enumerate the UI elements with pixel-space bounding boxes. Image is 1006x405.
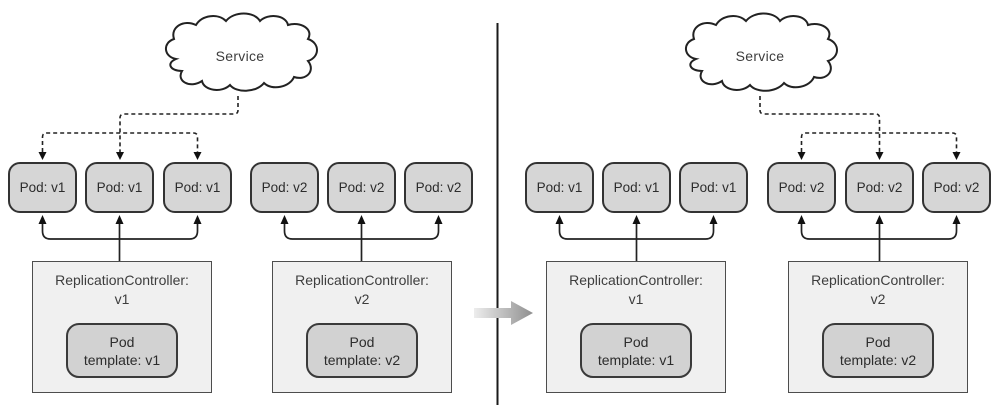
- service-cloud: [685, 12, 838, 92]
- service-label: Service: [735, 48, 785, 64]
- pod-template-line2: template: v1: [597, 351, 675, 368]
- pod-box: Pod: v2: [845, 162, 914, 213]
- pod-template-box: Pod template: v2: [822, 323, 934, 378]
- service-cloud: [165, 12, 318, 92]
- controller-title: ReplicationController:: [55, 272, 189, 288]
- pod-label: Pod: v2: [856, 180, 903, 195]
- pod-label: Pod: v1: [690, 180, 737, 195]
- controller-title: ReplicationController:: [569, 272, 703, 288]
- replication-controller-box: ReplicationController: v1 Pod template: …: [546, 261, 726, 393]
- pod-template-line1: Pod: [865, 333, 891, 350]
- pod-template-line2: template: v1: [83, 351, 161, 368]
- pod-box: Pod: v2: [327, 162, 396, 213]
- pod-label: Pod: v1: [536, 180, 583, 195]
- pod-box: Pod: v1: [163, 162, 232, 213]
- transition-arrow-icon: [474, 301, 533, 325]
- pod-box: Pod: v2: [250, 162, 319, 213]
- pod-box: Pod: v1: [525, 162, 594, 213]
- pod-template-box: Pod template: v1: [66, 323, 178, 378]
- pod-label: Pod: v2: [933, 180, 980, 195]
- pod-label: Pod: v2: [415, 180, 462, 195]
- replication-controller-box: ReplicationController: v2 Pod template: …: [272, 261, 452, 393]
- controller-version: v1: [628, 291, 644, 307]
- controller-to-pods-connector: [41, 223, 958, 261]
- controller-version: v1: [114, 291, 130, 307]
- pod-template-line1: Pod: [109, 333, 135, 350]
- pod-template-line2: template: v2: [323, 351, 401, 368]
- controller-title: ReplicationController:: [811, 272, 945, 288]
- pod-box: Pod: v2: [404, 162, 473, 213]
- pod-box: Pod: v1: [8, 162, 77, 213]
- pod-box: Pod: v1: [85, 162, 154, 213]
- pod-template-line1: Pod: [349, 333, 375, 350]
- pod-label: Pod: v2: [778, 180, 825, 195]
- pod-template-line1: Pod: [623, 333, 649, 350]
- pod-template-box: Pod template: v1: [580, 323, 692, 378]
- controller-connector-arrowheads: [38, 215, 961, 224]
- replication-controller-box: ReplicationController: v2 Pod template: …: [788, 261, 968, 393]
- replication-controller-box: ReplicationController: v1 Pod template: …: [32, 261, 212, 393]
- service-to-pods-connector: [41, 96, 239, 152]
- service-connector-arrowheads: [797, 152, 961, 160]
- pod-box: Pod: v2: [922, 162, 991, 213]
- pod-label: Pod: v2: [261, 180, 308, 195]
- pod-box: Pod: v2: [767, 162, 836, 213]
- pod-template-line2: template: v2: [839, 351, 917, 368]
- pod-label: Pod: v2: [338, 180, 385, 195]
- controller-version: v2: [870, 291, 886, 307]
- service-label: Service: [215, 48, 265, 64]
- pod-label: Pod: v1: [613, 180, 660, 195]
- pod-box: Pod: v1: [602, 162, 671, 213]
- pod-label: Pod: v1: [174, 180, 221, 195]
- pod-label: Pod: v1: [19, 180, 66, 195]
- pod-label: Pod: v1: [96, 180, 143, 195]
- pod-box: Pod: v1: [679, 162, 748, 213]
- controller-title: ReplicationController:: [295, 272, 429, 288]
- service-to-pods-connector: [759, 96, 958, 152]
- service-connector-arrowheads: [38, 152, 202, 160]
- pod-template-box: Pod template: v2: [306, 323, 418, 378]
- controller-version: v2: [354, 291, 370, 307]
